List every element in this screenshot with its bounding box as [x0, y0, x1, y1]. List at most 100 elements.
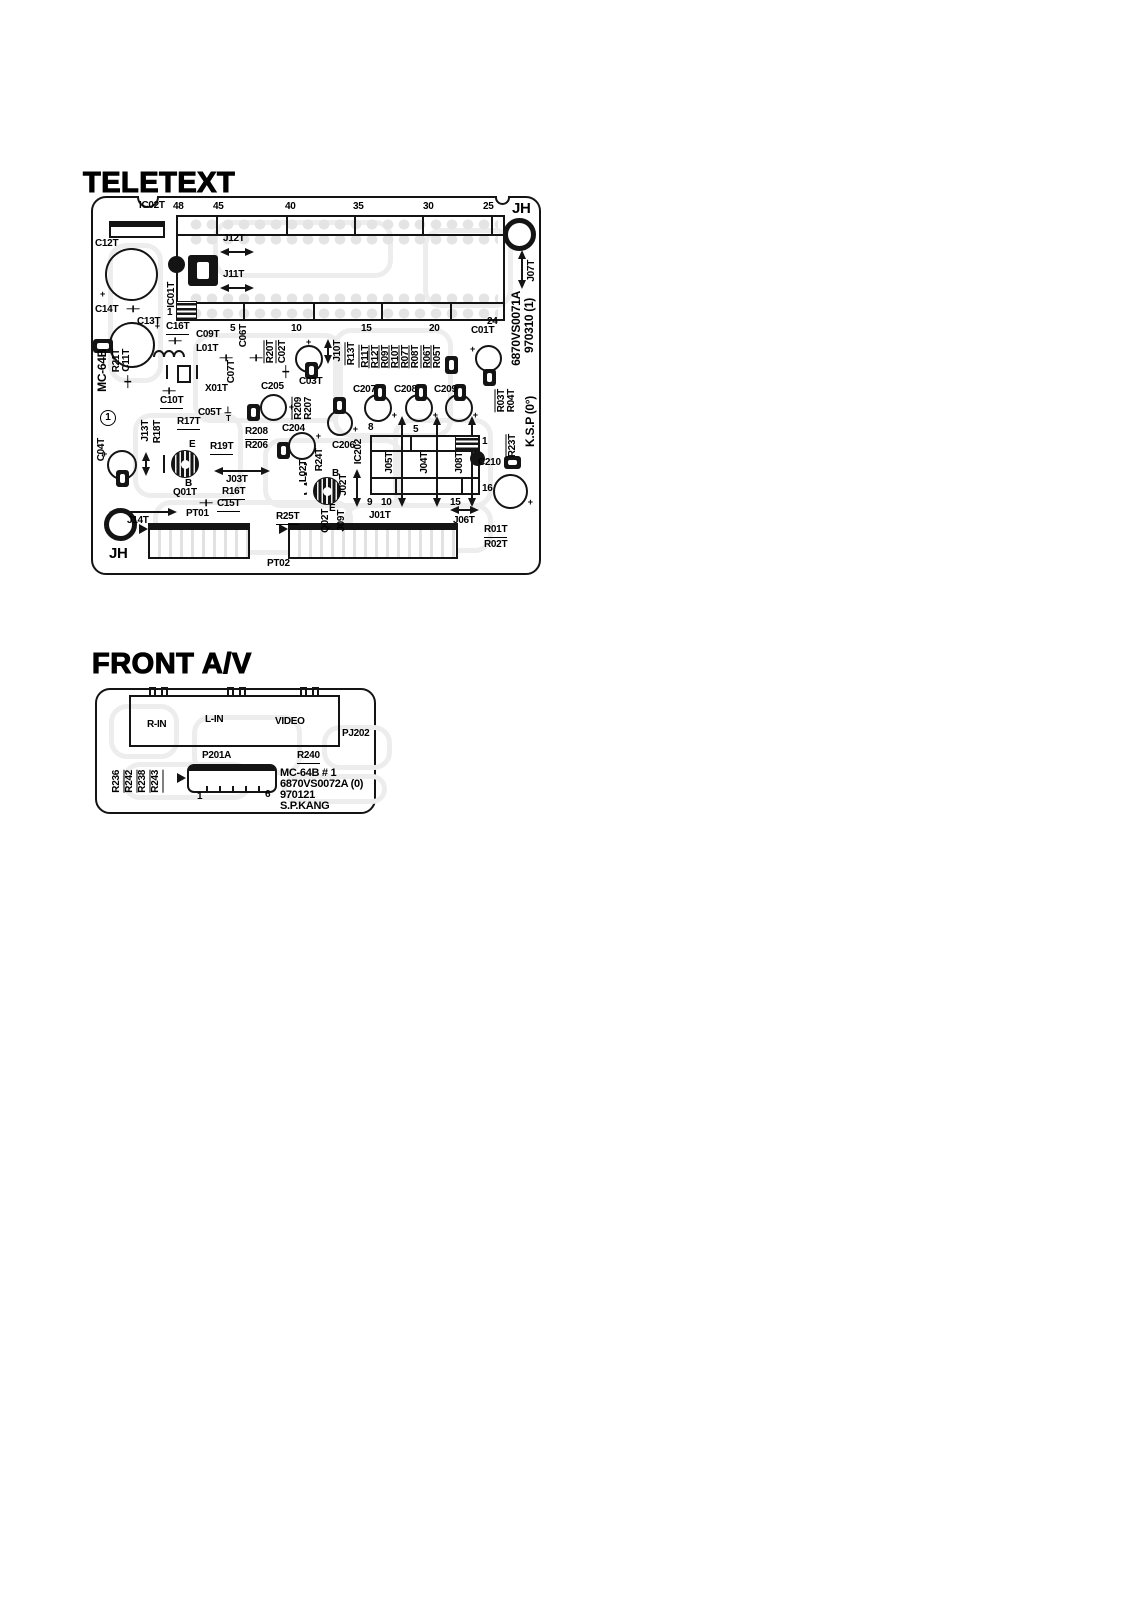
- ic01t-divider: [243, 302, 245, 321]
- ic01t-pads-top: [188, 217, 498, 247]
- jack-tab: [149, 687, 156, 697]
- x01t-crystal: [150, 360, 214, 387]
- c204-label: C204: [282, 423, 305, 434]
- copper-trace: [282, 774, 387, 804]
- r08t-label: R08T: [409, 345, 422, 369]
- ic202-pin1: 1: [482, 436, 488, 447]
- ic01t-pin24: 24: [487, 316, 498, 327]
- q01t-lead-mark: [163, 455, 165, 473]
- c206-pad: [333, 397, 346, 414]
- ic202-pin5: 5: [413, 424, 419, 435]
- j07t-label: J07T: [526, 260, 537, 282]
- j06t-arrow: [450, 505, 479, 515]
- j04t-label: J04T: [419, 452, 430, 474]
- c205-capacitor: +: [260, 394, 294, 421]
- c207-pad: [374, 384, 386, 401]
- r13t-label: R13T: [345, 342, 358, 366]
- jack-tab: [227, 687, 234, 697]
- p201a-pin6: 6: [265, 789, 271, 800]
- jack-tab: [239, 687, 246, 697]
- p201a-pin1-marker: [177, 773, 186, 783]
- c05t-mark1: ⊥: [224, 405, 232, 415]
- callout-1: 1: [100, 410, 116, 426]
- board-part-number: 6870VS0071A: [509, 291, 523, 366]
- x01t-label: X01T: [205, 383, 228, 394]
- c09t-label: C09T: [196, 329, 220, 340]
- q02t-e-label: E: [329, 503, 336, 514]
- ic202-pin9: 9: [367, 497, 373, 508]
- pj202-label: PJ202: [342, 728, 370, 739]
- ic202-pin15: 15: [450, 497, 461, 508]
- r238-label: R238: [137, 770, 151, 793]
- c01t-pad: [483, 369, 496, 386]
- model-label: MC-64B # 1: [280, 767, 337, 779]
- c01t-label: C01T: [471, 325, 495, 336]
- ic01t-divider: [286, 215, 288, 236]
- section-title-teletext: TELETEXT: [82, 167, 236, 200]
- jack-tab: [161, 687, 168, 697]
- q02t-transistor: [313, 477, 341, 505]
- c204-pad: [277, 442, 290, 459]
- r24t-label: R24T: [314, 448, 325, 472]
- copper-trace: [108, 243, 163, 383]
- l-in-label: L-IN: [205, 714, 224, 725]
- q01t-b-label: B: [185, 478, 192, 489]
- j13t-arrow: [141, 452, 151, 476]
- c12t-label: C12T: [95, 238, 119, 249]
- j02t-label: J02T: [338, 474, 349, 496]
- ic202-bottom-band: [370, 477, 480, 479]
- r207-label: R207: [303, 397, 314, 420]
- l01t-coil: [151, 346, 187, 360]
- c13t-pad: [93, 339, 113, 353]
- c15t-label: C15T: [217, 498, 241, 512]
- jh-bottom-label: JH: [109, 545, 128, 562]
- board-designer: K.S.P (0°): [523, 396, 537, 447]
- ic202-divider: [395, 477, 397, 495]
- jack-tab: [300, 687, 307, 697]
- c210-capacitor: +: [493, 474, 533, 509]
- cap-c02t: ⊣⊢: [281, 366, 291, 379]
- c209-pad: [454, 384, 466, 401]
- c205-label: C205: [261, 381, 284, 392]
- c210-pad: [504, 456, 521, 469]
- ic202-pin16: 16: [482, 483, 493, 494]
- board-notch: [495, 196, 510, 205]
- j10t-arrow: [323, 339, 333, 364]
- j11t-label: J11T: [223, 269, 245, 280]
- c01t-capacitor: +: [470, 345, 502, 372]
- av-jack-block: [129, 695, 340, 747]
- pt02-connector: [288, 523, 458, 559]
- r18t-label: R18T: [152, 420, 163, 444]
- ic202-pin10: 10: [381, 497, 392, 508]
- ic202-via: [470, 451, 485, 466]
- c03t-label: C03T: [299, 376, 323, 387]
- ic01t-pin45: 45: [213, 201, 224, 212]
- ic01t-divider: [491, 215, 493, 236]
- c206-label: C206: [332, 440, 355, 451]
- j03t-label: J03T: [226, 474, 248, 485]
- l02t-label: L02T: [298, 460, 309, 483]
- p201a-connector: [187, 764, 277, 793]
- jh-top-label: JH: [512, 200, 531, 217]
- ic01t-divider: [381, 302, 383, 321]
- r06t-pad: [445, 356, 458, 374]
- j07t-arrow: [517, 250, 527, 289]
- copper-trace: [322, 725, 392, 770]
- ic01t-divider: [216, 215, 218, 236]
- r206-label: R206: [245, 440, 268, 451]
- smd-component: [188, 255, 218, 286]
- ic01t-divider: [450, 302, 452, 321]
- r01t-label: R01T: [484, 524, 508, 538]
- pt02-label: PT02: [267, 558, 290, 569]
- c02t-label: C02T: [276, 340, 289, 364]
- c208-pad: [415, 384, 427, 401]
- ic202-top-band: [370, 450, 480, 452]
- ic01t-bottom-band: [176, 302, 505, 304]
- ic01t-pin35: 35: [353, 201, 364, 212]
- c05t-mark2: T: [226, 414, 231, 423]
- ic202-divider: [410, 435, 412, 452]
- j10t-label: J10T: [332, 340, 343, 362]
- l01t-label: L01T: [196, 343, 219, 354]
- p201a-pin1: 1: [197, 791, 203, 802]
